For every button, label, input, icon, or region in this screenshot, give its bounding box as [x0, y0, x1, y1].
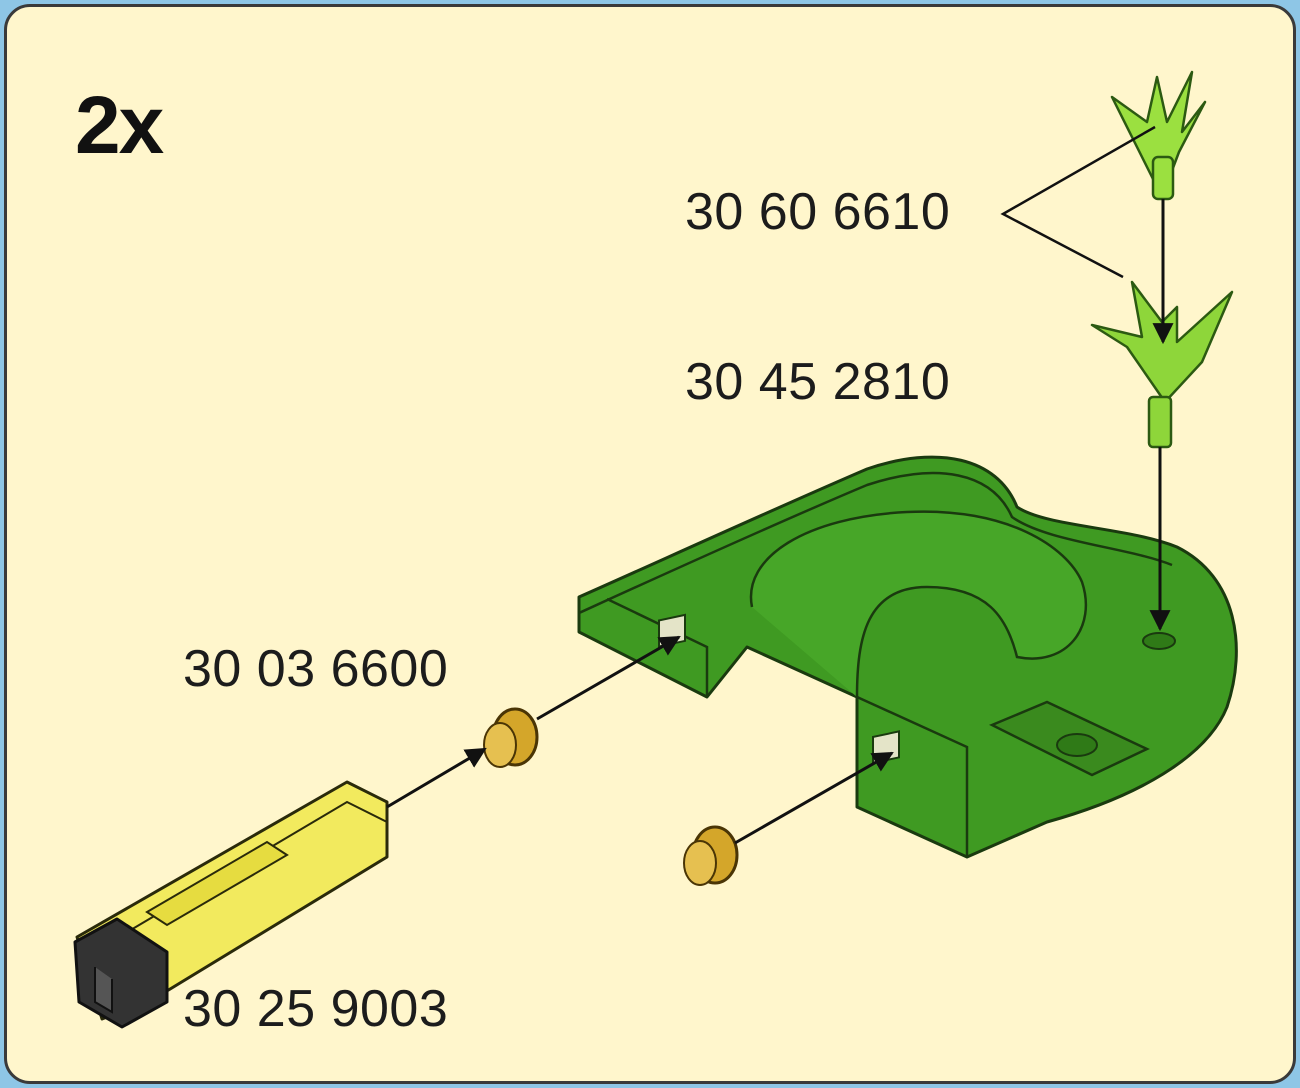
part-number-battery-box: 30 25 9003	[183, 979, 448, 1039]
connector-lower	[684, 827, 737, 885]
leaf-small	[1112, 72, 1205, 199]
part-number-leaf-small: 30 60 6610	[685, 182, 950, 242]
base-plate	[579, 457, 1236, 857]
quantity-label: 2x	[75, 79, 162, 173]
part-number-leaf-large: 30 45 2810	[685, 352, 950, 412]
part-number-connector: 30 03 6600	[183, 639, 448, 699]
assembly-illustration	[7, 7, 1296, 1084]
instruction-panel: 2x 30 60 6610 30 45 2810 30 03 6600 30 2…	[4, 4, 1296, 1084]
connector-upper	[484, 709, 537, 767]
